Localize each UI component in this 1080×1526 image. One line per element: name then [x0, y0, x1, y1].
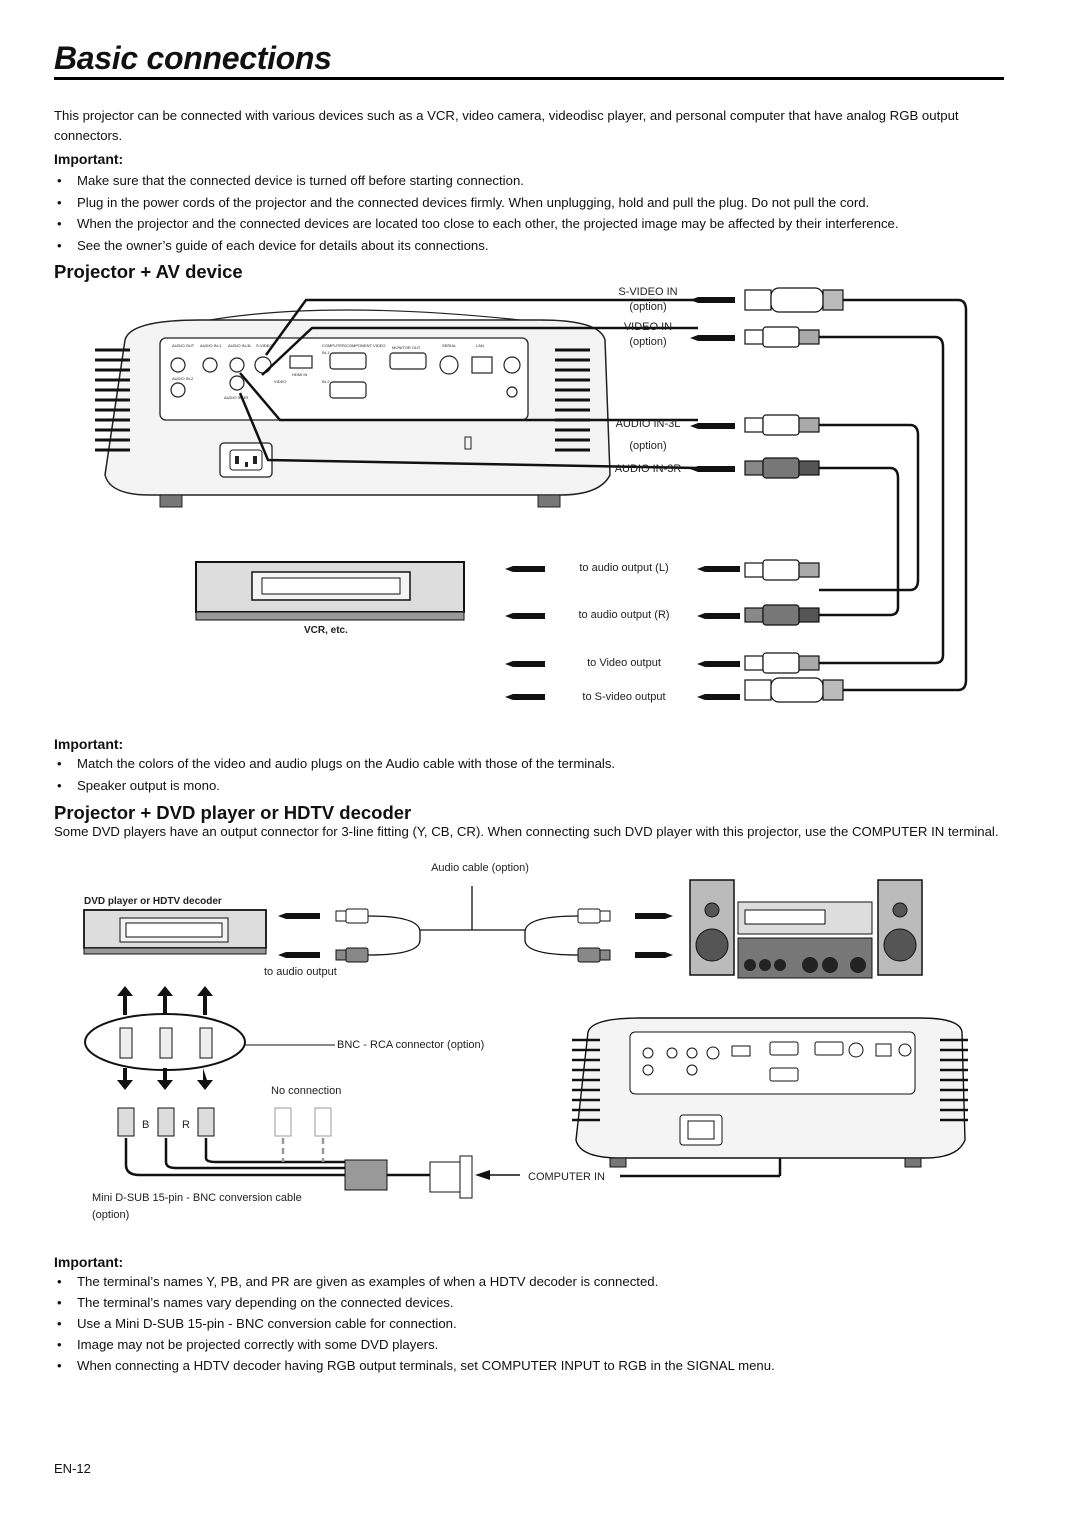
- list-item: Use a Mini D-SUB 15-pin - BNC conversion…: [54, 1313, 1014, 1334]
- panel-label: LAN: [476, 343, 484, 348]
- label-to-audio-output: to audio output: [264, 966, 337, 978]
- important-list-2: Match the colors of the video and audio …: [54, 753, 1014, 796]
- label-video-in: VIDEO IN: [623, 321, 673, 333]
- section-heading-dvd: Projector + DVD player or HDTV decoder: [54, 802, 412, 823]
- label-bnc-rca: BNC - RCA connector (option): [337, 1039, 485, 1051]
- title-rule: [54, 77, 1004, 80]
- label-option: (option): [629, 336, 667, 348]
- vcr-illustration: [195, 561, 465, 621]
- label-dvd-player: DVD player or HDTV decoder: [84, 896, 222, 907]
- label-no-connection: No connection: [271, 1085, 342, 1097]
- list-item: The terminal’s names vary depending on t…: [54, 1292, 1014, 1313]
- panel-label: AUDIO IN-2: [172, 376, 194, 381]
- label-computer-in: COMPUTER IN: [528, 1171, 605, 1183]
- intro-paragraph: This projector can be connected with var…: [54, 108, 959, 143]
- label-out-svideo: to S-video output: [582, 691, 666, 703]
- label-svideo-in: S-VIDEO IN: [618, 286, 678, 298]
- list-item: Plug in the power cords of the projector…: [54, 192, 1014, 214]
- page-title: Basic connections: [54, 40, 332, 76]
- panel-label: IN-1: [322, 350, 330, 355]
- label-out-video: to Video output: [587, 657, 661, 669]
- panel-label: AUDIO OUT: [172, 343, 195, 348]
- important-heading-1: Important:: [54, 151, 124, 167]
- label-out-r: to audio output (R): [578, 609, 670, 621]
- label-audio-in-3r: AUDIO IN-3R: [614, 463, 682, 475]
- dvd-connection-diagram: [83, 879, 968, 1199]
- section-heading-av: Projector + AV device: [54, 261, 243, 282]
- important-list-1: Make sure that the connected device is t…: [54, 170, 1014, 256]
- page-number: EN-12: [54, 1461, 91, 1476]
- dvd-intro-paragraph: Some DVD players have an output connecto…: [54, 824, 999, 839]
- label-r: R: [182, 1119, 190, 1131]
- important-heading-2: Important:: [54, 736, 124, 752]
- list-item: The terminal’s names Y, PB, and PR are g…: [54, 1271, 1014, 1292]
- list-item: Speaker output is mono.: [54, 775, 1014, 797]
- label-option: (option): [629, 301, 667, 313]
- panel-label: COMPUTER/COMPONENT VIDEO: [322, 343, 386, 348]
- stereo-system-illustration: [689, 879, 923, 979]
- panel-label: MONITOR OUT: [392, 345, 421, 350]
- list-item: When connecting a HDTV decoder having RG…: [54, 1355, 1014, 1376]
- panel-label: AUDIO IN-3L: [228, 343, 252, 348]
- dvd-player-illustration: [83, 909, 267, 955]
- av-connection-diagram: AUDIO OUT AUDIO IN-1 AUDIO IN-3L S-VIDEO…: [95, 287, 968, 703]
- panel-label: VIDEO: [274, 379, 286, 384]
- label-audio-in-3l: AUDIO IN-3L: [615, 418, 681, 430]
- label-option: (option): [629, 440, 667, 452]
- label-b: B: [142, 1119, 150, 1131]
- list-item: See the owner’s guide of each device for…: [54, 235, 1014, 257]
- panel-label: AUDIO IN-1: [200, 343, 222, 348]
- list-item: When the projector and the connected dev…: [54, 213, 1014, 235]
- important-list-3: The terminal’s names Y, PB, and PR are g…: [54, 1271, 1014, 1376]
- list-item: Make sure that the connected device is t…: [54, 170, 1014, 192]
- projector-illustration-small: [572, 1017, 968, 1168]
- label-vcr: VCR, etc.: [304, 625, 348, 636]
- panel-label: HDMI IN: [292, 372, 307, 377]
- panel-label: IN-2: [322, 379, 330, 384]
- label-audio-cable: Audio cable (option): [431, 862, 529, 874]
- label-conversion-cable: Mini D-SUB 15-pin - BNC conversion cable…: [92, 1192, 302, 1221]
- list-item: Image may not be projected correctly wit…: [54, 1334, 1014, 1355]
- label-out-l: to audio output (L): [579, 562, 669, 574]
- important-heading-3: Important:: [54, 1254, 124, 1270]
- panel-label: SERIAL: [442, 343, 457, 348]
- panel-label: AUDIO IN-3R: [224, 395, 248, 400]
- panel-label: S-VIDEO: [256, 343, 272, 348]
- projector-rear-illustration: AUDIO OUT AUDIO IN-1 AUDIO IN-3L S-VIDEO…: [95, 309, 611, 508]
- list-item: Match the colors of the video and audio …: [54, 753, 1014, 775]
